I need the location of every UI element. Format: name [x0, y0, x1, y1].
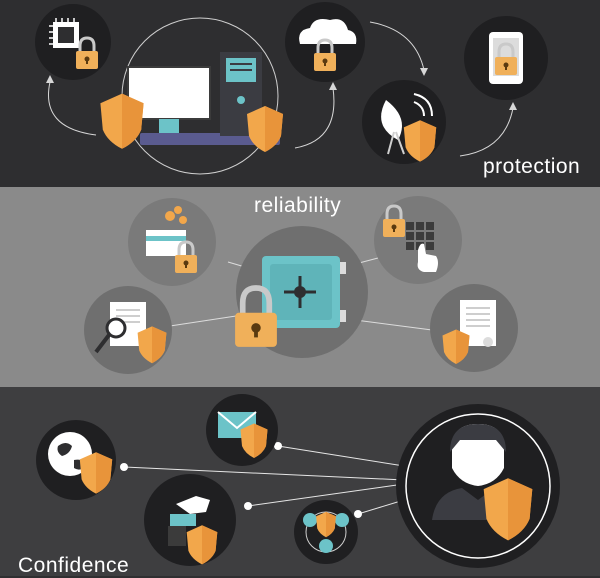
satellite-dish-icon [362, 80, 446, 164]
confidence-label: Confidence [18, 554, 130, 577]
phone-lock-icon [464, 16, 548, 100]
document-shield-icon [430, 284, 518, 372]
safe-icon [235, 226, 368, 358]
protection-label: protection [483, 155, 581, 178]
card-lock-icon [128, 198, 216, 286]
keypad-lock-icon [374, 196, 462, 284]
handshake-icon [144, 474, 236, 566]
arc-connector [48, 81, 97, 136]
mail-shield-icon [206, 394, 278, 466]
arc-connector [294, 87, 335, 149]
arc-connector [459, 107, 514, 157]
shield-icon [100, 93, 144, 149]
connector-lines [123, 445, 405, 515]
user-shield-icon [396, 404, 560, 568]
shield-icon [247, 106, 283, 152]
globe-shield-icon [36, 420, 116, 500]
cloud-lock-icon [285, 2, 365, 82]
user-network-icon [294, 500, 358, 564]
magnifier-document-icon [84, 286, 172, 374]
arc-connector [369, 21, 425, 71]
reliability-label: reliability [254, 194, 342, 217]
chip-lock-icon [35, 4, 111, 80]
